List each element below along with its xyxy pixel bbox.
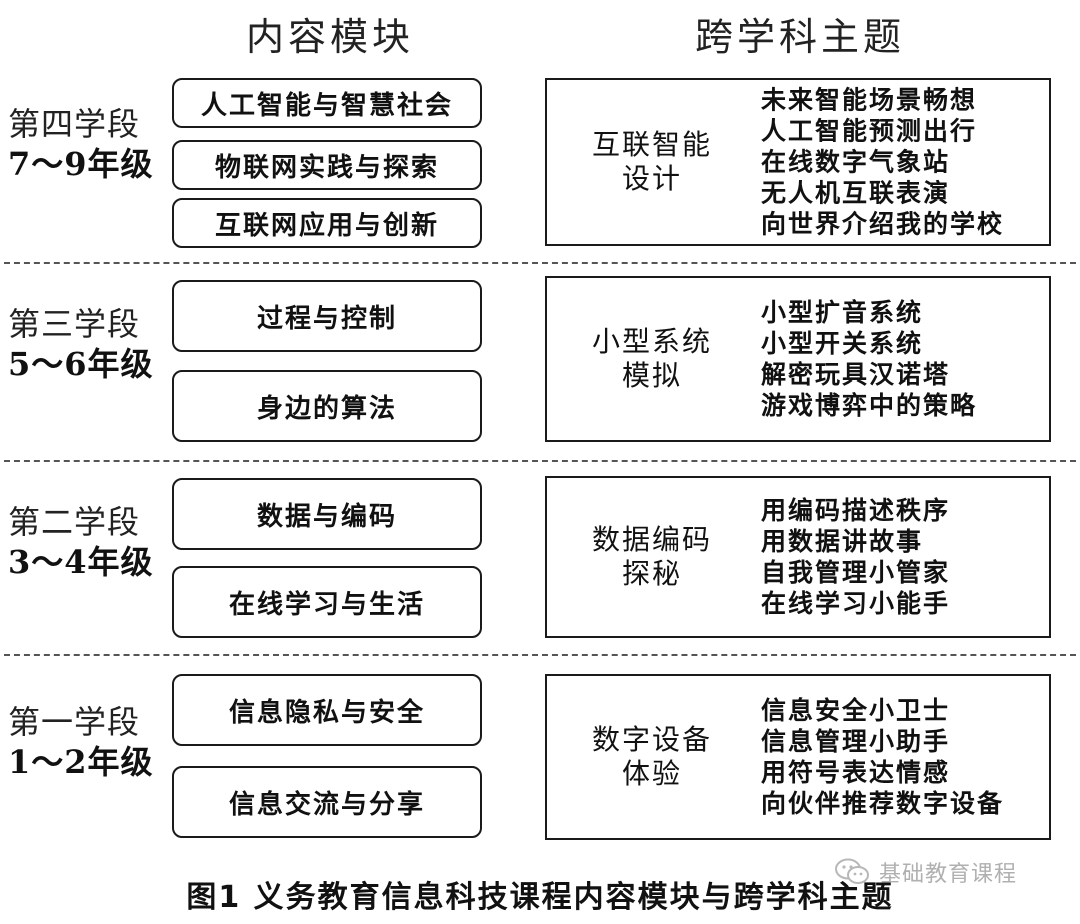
theme-item: 用数据讲故事 xyxy=(761,527,924,556)
theme-item: 信息管理小助手 xyxy=(761,727,951,756)
module-box: 在线学习与生活 xyxy=(172,566,482,638)
theme-box: 互联智能 设计 未来智能场景畅想 人工智能预测出行 在线数字气象站 无人机互联表… xyxy=(545,78,1051,246)
module-box: 身边的算法 xyxy=(172,370,482,442)
theme-item: 无人机互联表演 xyxy=(761,178,951,208)
theme-box: 数据编码 探秘 用编码描述秩序 用数据讲故事 自我管理小管家 在线学习小能手 xyxy=(545,476,1051,638)
theme-title-line: 设计 xyxy=(621,162,682,195)
stage-label: 第二学段 3～4年级 xyxy=(8,502,168,582)
stage-grade: 7～9年级 xyxy=(8,145,154,183)
watermark-text: 基础教育课程 xyxy=(879,862,1018,887)
theme-item: 小型开关系统 xyxy=(761,329,924,358)
theme-title-line: 数据编码 xyxy=(591,523,712,556)
stage-divider xyxy=(4,262,1076,264)
theme-box: 数字设备 体验 信息安全小卫士 信息管理小助手 用符号表达情感 向伙伴推荐数字设… xyxy=(545,674,1051,840)
theme-title-line: 探秘 xyxy=(621,557,682,590)
themes-column-header: 跨学科主题 xyxy=(694,15,905,59)
theme-item: 在线数字气象站 xyxy=(761,147,951,177)
module-box: 物联网实践与探索 xyxy=(172,140,482,190)
stage-label: 第一学段 1～2年级 xyxy=(8,702,168,782)
theme-title: 数据编码 探秘 xyxy=(577,523,727,591)
theme-title-line: 小型系统 xyxy=(591,325,712,358)
stage-name: 第三学段 xyxy=(8,305,141,343)
theme-item: 小型扩音系统 xyxy=(761,298,924,327)
stage-grade: 3～4年级 xyxy=(8,543,154,581)
theme-item: 在线学习小能手 xyxy=(761,589,951,618)
theme-title-line: 数字设备 xyxy=(591,723,712,756)
theme-box: 小型系统 模拟 小型扩音系统 小型开关系统 解密玩具汉诺塔 游戏博弈中的策略 xyxy=(545,276,1051,442)
modules-column-header: 内容模块 xyxy=(245,15,414,59)
module-box: 信息交流与分享 xyxy=(172,766,482,838)
theme-title-line: 体验 xyxy=(621,757,682,790)
watermark: 基础教育课程 xyxy=(835,856,1017,888)
module-box: 信息隐私与安全 xyxy=(172,674,482,746)
theme-item: 向伙伴推荐数字设备 xyxy=(761,789,1005,818)
theme-title-line: 互联智能 xyxy=(591,128,712,161)
theme-item: 用编码描述秩序 xyxy=(761,496,951,525)
theme-item: 人工智能预测出行 xyxy=(761,116,978,146)
wechat-icon xyxy=(835,858,869,884)
theme-item: 解密玩具汉诺塔 xyxy=(761,360,951,389)
stage-grade: 1～2年级 xyxy=(8,743,154,781)
module-box: 人工智能与智慧社会 xyxy=(172,78,482,128)
stage-name: 第二学段 xyxy=(8,503,141,541)
theme-title-line: 模拟 xyxy=(621,359,682,392)
stage-divider xyxy=(4,460,1076,462)
theme-item: 用符号表达情感 xyxy=(761,758,951,787)
theme-items-list: 用编码描述秩序 用数据讲故事 自我管理小管家 在线学习小能手 xyxy=(761,495,950,619)
stage-name: 第一学段 xyxy=(8,703,141,741)
stage-name: 第四学段 xyxy=(8,105,141,143)
module-box: 互联网应用与创新 xyxy=(172,198,482,248)
module-box: 数据与编码 xyxy=(172,478,482,550)
theme-item: 游戏博弈中的策略 xyxy=(761,391,978,420)
theme-title: 数字设备 体验 xyxy=(577,723,727,791)
theme-title: 互联智能 设计 xyxy=(577,128,727,196)
theme-item: 向世界介绍我的学校 xyxy=(761,209,1005,239)
stage-divider xyxy=(4,654,1076,656)
theme-title: 小型系统 模拟 xyxy=(577,325,727,393)
figure-caption: 图1 义务教育信息科技课程内容模块与跨学科主题 xyxy=(186,880,894,915)
theme-item: 信息安全小卫士 xyxy=(761,696,951,725)
stage-grade: 5～6年级 xyxy=(8,345,154,383)
theme-item: 自我管理小管家 xyxy=(761,558,951,587)
stage-label: 第四学段 7～9年级 xyxy=(8,104,168,184)
theme-items-list: 未来智能场景畅想 人工智能预测出行 在线数字气象站 无人机互联表演 向世界介绍我… xyxy=(761,85,1004,240)
module-box: 过程与控制 xyxy=(172,280,482,352)
theme-item: 未来智能场景畅想 xyxy=(761,85,978,115)
theme-items-list: 信息安全小卫士 信息管理小助手 用符号表达情感 向伙伴推荐数字设备 xyxy=(761,695,1004,819)
theme-items-list: 小型扩音系统 小型开关系统 解密玩具汉诺塔 游戏博弈中的策略 xyxy=(761,297,977,421)
stage-label: 第三学段 5～6年级 xyxy=(8,304,168,384)
